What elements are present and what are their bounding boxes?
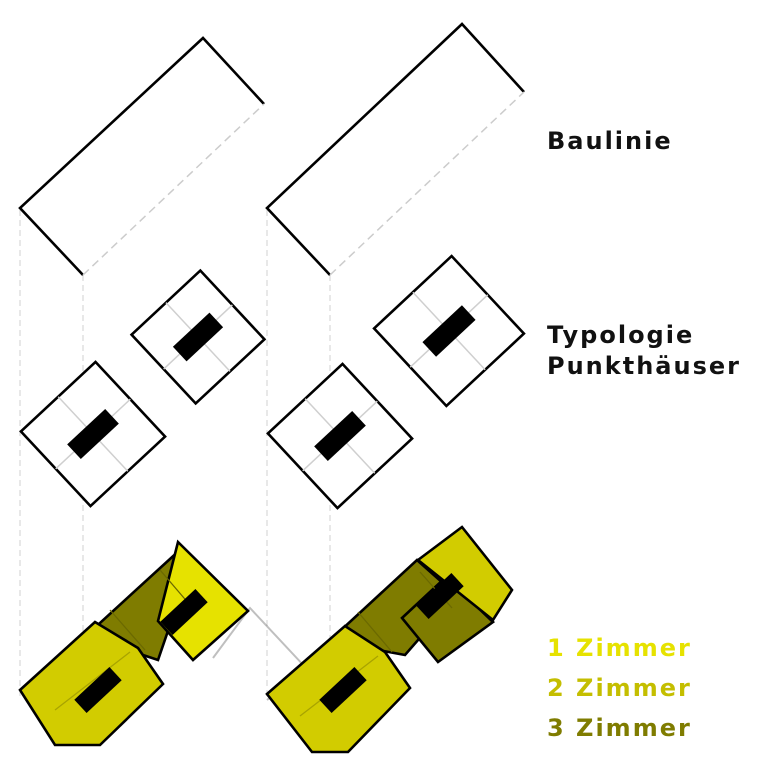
- stair-core: [422, 305, 476, 357]
- stair-core: [172, 312, 224, 362]
- stair-core: [319, 667, 367, 713]
- baulinie-left: [18, 36, 265, 276]
- baulinie-dashed-edge: [82, 103, 265, 276]
- label-typologie-line1: Typologie: [547, 321, 695, 349]
- legend-item-3-zimmer: 3 Zimmer: [547, 714, 692, 742]
- punkthaus-tile: [129, 268, 267, 406]
- stair-core: [67, 408, 119, 460]
- stair-core: [160, 589, 208, 635]
- baulinie-outline: [18, 36, 265, 276]
- legend: 1 Zimmer 2 Zimmer 3 Zimmer: [547, 628, 692, 748]
- punkthaus-tile: [19, 360, 167, 508]
- label-typologie-punkthaeuser: Typologie Punkthäuser: [547, 320, 741, 382]
- cluster-right: [265, 525, 514, 754]
- stair-core: [416, 573, 464, 619]
- room-1-zimmer: [415, 525, 514, 622]
- legend-item-2-zimmer: 2 Zimmer: [547, 674, 692, 702]
- label-typologie-line2: Punkthäuser: [547, 352, 741, 380]
- stair-core: [74, 667, 122, 713]
- room-2-zimmer: [18, 620, 165, 747]
- stair-core: [314, 410, 366, 462]
- legend-item-1-zimmer: 1 Zimmer: [547, 634, 692, 662]
- baulinie-outline: [265, 22, 525, 276]
- cluster-left: [18, 539, 250, 747]
- punkthaus-tile: [266, 362, 414, 510]
- label-baulinie: Baulinie: [547, 127, 673, 155]
- baulinie-dashed-edge: [329, 91, 525, 276]
- baulinie-right: [265, 22, 525, 276]
- punkthaus-tile: [372, 254, 526, 408]
